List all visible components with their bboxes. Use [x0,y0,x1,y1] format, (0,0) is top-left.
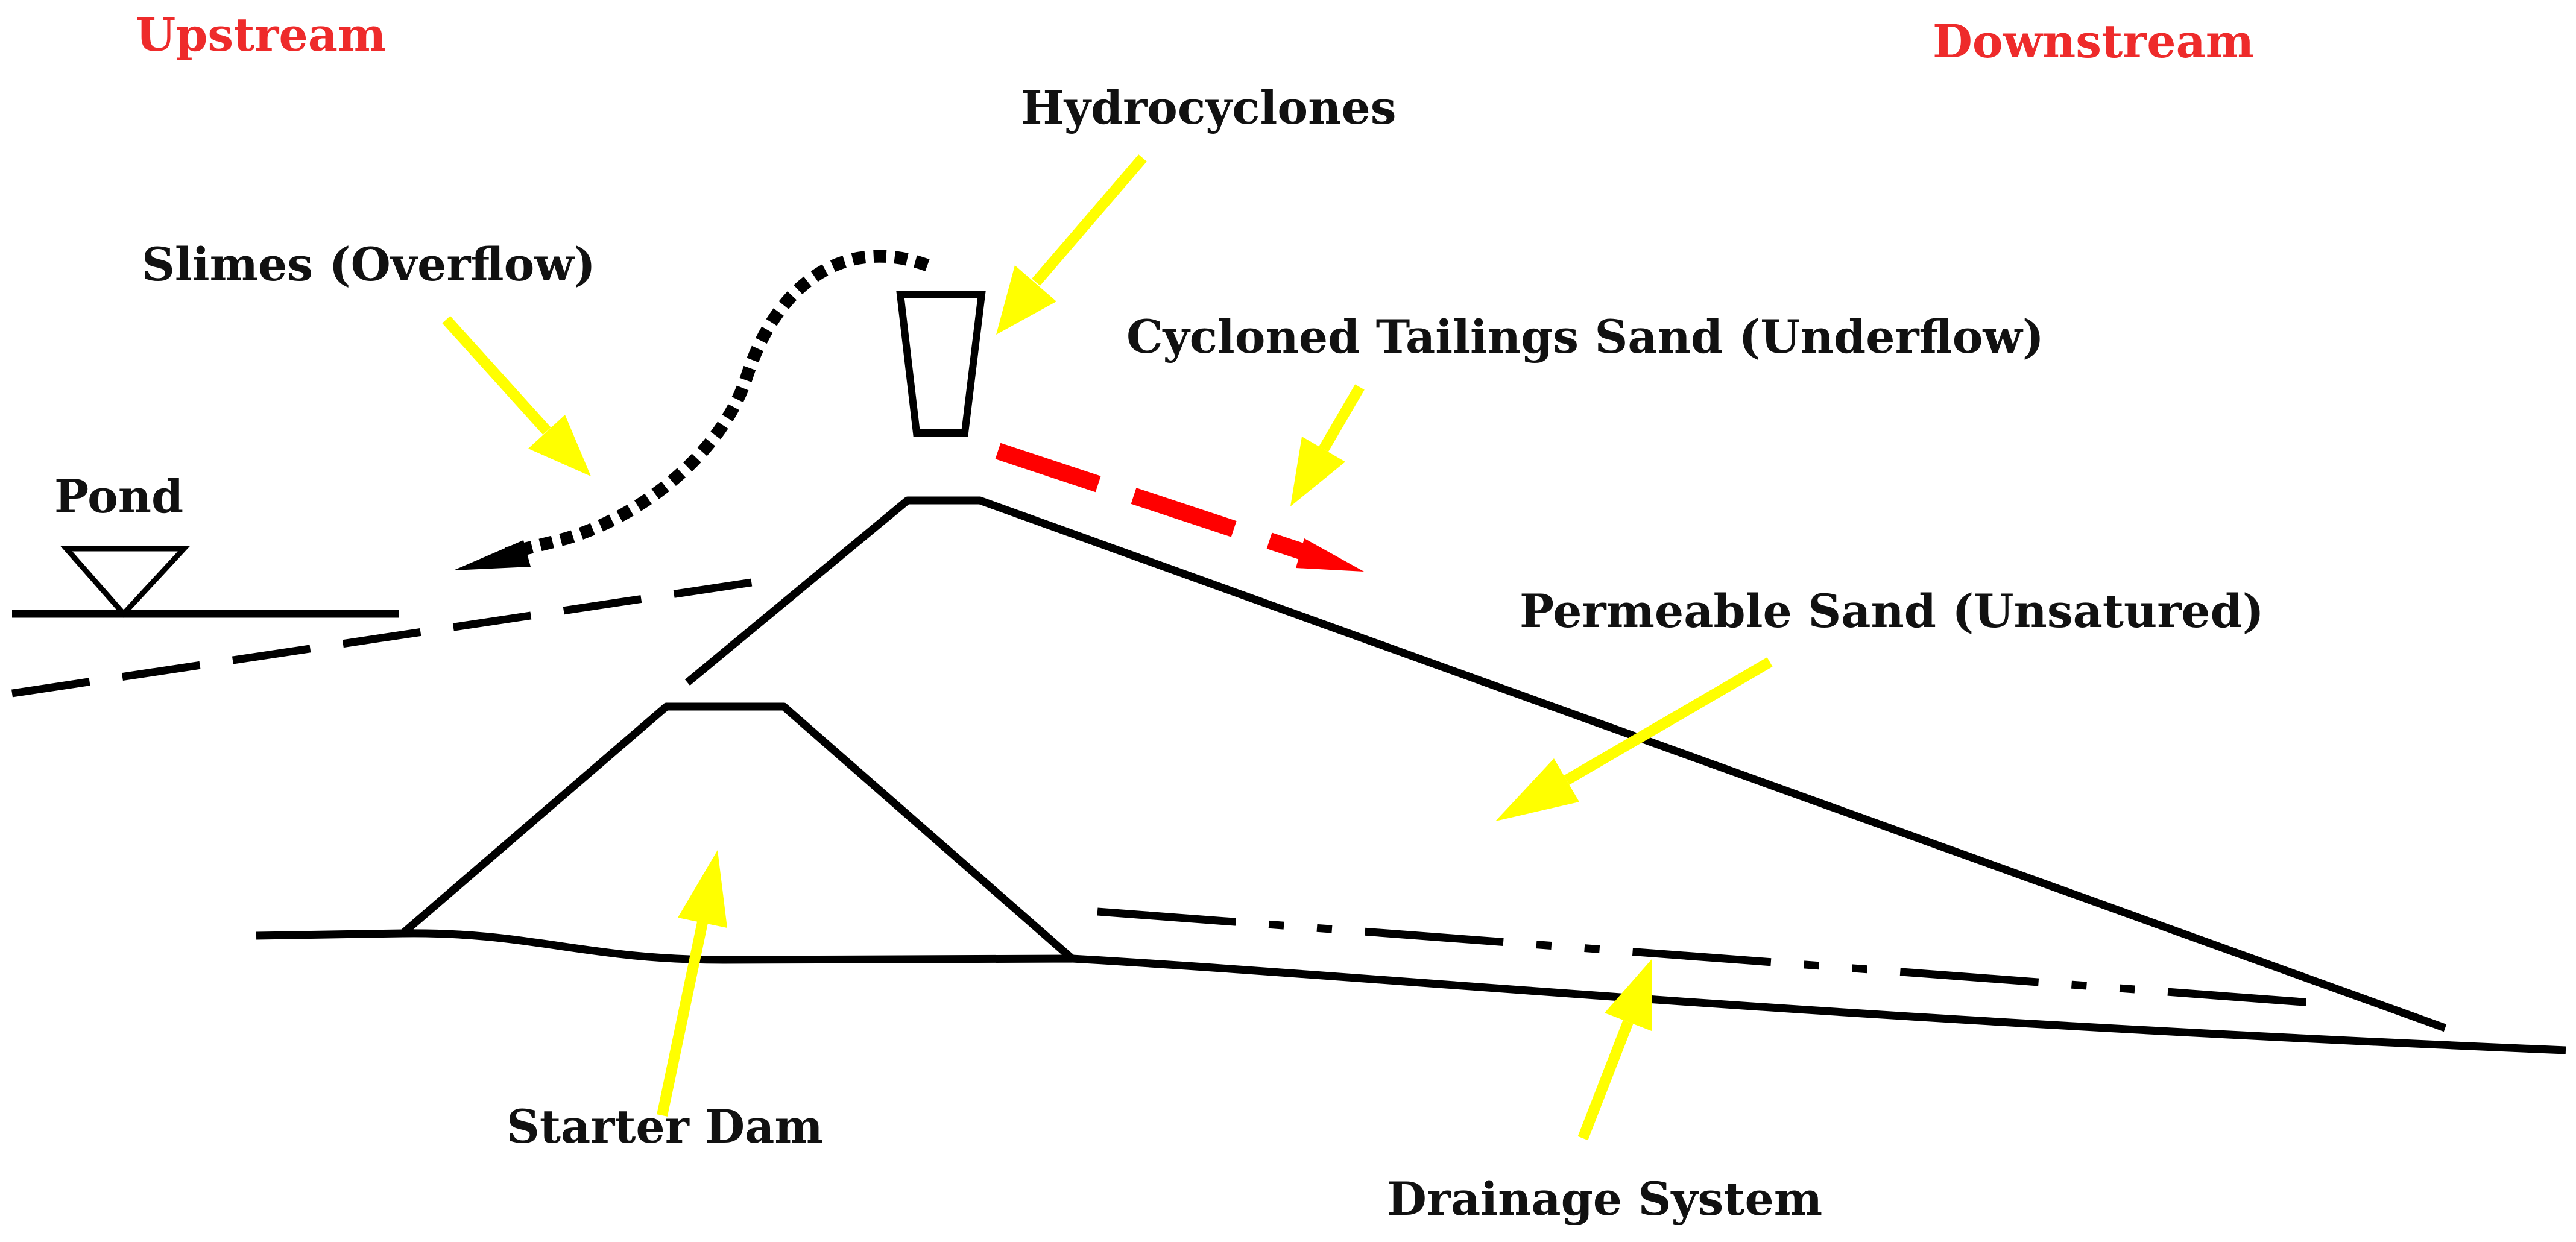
downstream-label: Downstream [1933,14,2254,68]
slimes-dotted-line [505,250,930,560]
hydrocyclone-icon [896,291,986,437]
underflow-dashed-line [995,443,1305,560]
permeable-sand-label: Permeable Sand (Unsatured) [1520,584,2264,638]
drainage-system-line [1097,907,2328,1008]
slimes-overflow-label: Slimes (Overflow) [142,238,596,291]
drainage-system-label: Drainage System [1387,1172,1822,1226]
hydrocyclones-label: Hydrocyclones [1021,81,1397,134]
cycloned-sand-pointer-arrow [1290,384,1365,506]
slimes-arrowhead-icon [453,540,531,570]
slimes-pointer-arrow [442,315,591,476]
upstream-label: Upstream [136,8,386,61]
pond-label: Pond [54,470,183,523]
slimes-overflow-path [453,250,930,570]
starter-dam-pointer-arrow [657,850,727,1117]
foundation-ground-line [256,929,2566,1054]
underflow-arrowhead-icon [1296,538,1364,572]
underflow-arrow [995,443,1364,572]
water-level-triangle-icon [60,546,191,618]
cycloned-tailings-sand-label: Cycloned Tailings Sand (Underflow) [1126,310,2044,364]
hydrocyclones-pointer-arrow [996,154,1147,335]
phreatic-dashed-line [11,573,784,698]
pond-water-level-symbol [12,546,399,618]
starter-dam-outline [400,702,1075,962]
permeable-sand-pointer-arrow [1495,657,1773,821]
drainage-pointer-arrow [1577,959,1652,1141]
embankment-outline [684,496,2447,1032]
